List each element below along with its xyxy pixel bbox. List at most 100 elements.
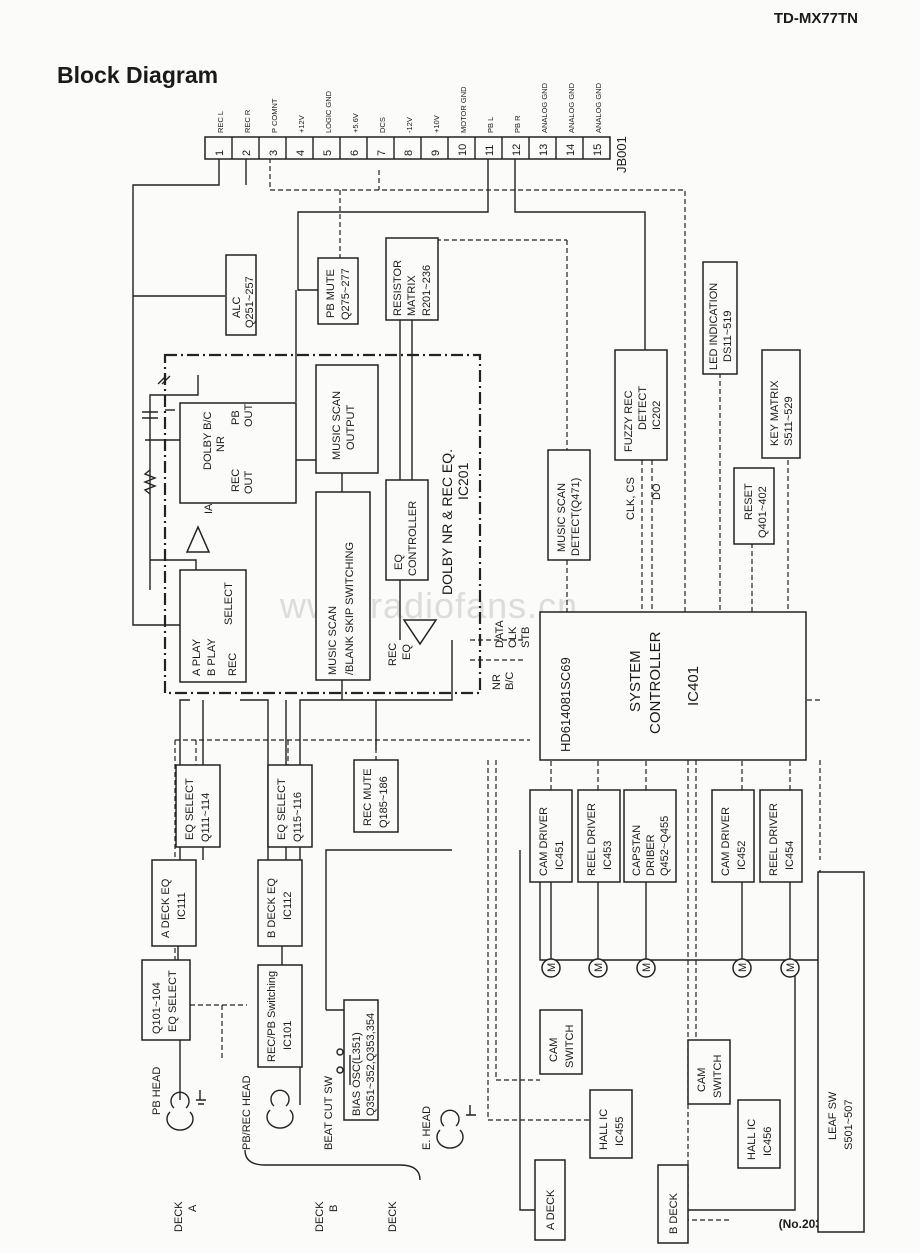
rec-pb-switching-label: REC/PB Switching — [266, 971, 278, 1062]
nr-label: NR — [491, 674, 503, 690]
pb-mute-block: PB MUTE Q275~277 — [317, 257, 359, 325]
cam-switch-b-label-2: SWITCH — [712, 1055, 724, 1098]
a-deck-eq-ref: IC111 — [176, 892, 188, 920]
deck-e-label: DECK — [387, 1201, 399, 1232]
connector-pin-number: 12 — [511, 144, 523, 156]
connector-pin-name: REC R — [243, 109, 252, 133]
reel-driver-a-ref: IC453 — [602, 841, 614, 870]
connector-pin-number: 8 — [403, 150, 415, 156]
b-deck-label: B DECK — [668, 1192, 680, 1234]
system-controller-part: HD614081SC69 — [558, 657, 573, 752]
cam-driver-b-ref: IC452 — [736, 841, 748, 870]
b-deck-eq-label: B DECK EQ — [266, 878, 278, 938]
system-controller-block: HD614081SC69 SYSTEM CONTROLLER IC401 — [539, 611, 807, 761]
music-scan-blank-skip-block: MUSIC SCAN /BLANK SKIP SWITCHING — [315, 491, 371, 681]
connector-pin-name: ANALOG GND — [594, 82, 603, 133]
leaf-sw-block: LEAF SW S501~507 — [817, 871, 865, 1233]
connector-pin-number: 9 — [430, 150, 442, 156]
resistor-matrix-label-1: RESISTOR — [392, 260, 404, 316]
music-scan-detect-label-1: MUSIC SCAN — [556, 483, 568, 552]
reset-block: RESET Q401~402 — [733, 467, 775, 545]
resistor-matrix-block: RESISTOR MATRIX R201~236 — [385, 237, 439, 321]
capstan-label: CAPSTAN — [631, 825, 643, 876]
rec-pb-switching-ref: IC101 — [282, 1021, 294, 1050]
fuzzy-rec-ref: IC202 — [651, 401, 663, 430]
key-matrix-block: KEY MATRIX S511~529 — [761, 349, 801, 459]
eq-controller-label-2: CONTROLLER — [407, 501, 419, 576]
connector-label: JB001 — [614, 136, 629, 173]
reel-driver-b-block: REEL DRIVER IC454 — [759, 789, 803, 883]
connector-pin-number: 14 — [565, 144, 577, 156]
music-scan-detect-label-2: DETECT(Q471) — [570, 478, 582, 556]
hall-ic-a-label: HALL IC — [598, 1109, 610, 1150]
a-deck-eq-block: A DECK EQ IC111 — [151, 859, 197, 947]
connector-pin-name: PB R — [513, 115, 522, 133]
eq-select-b-block: EQ SELECT Q115~116 — [267, 764, 313, 848]
select-label: SELECT — [223, 582, 235, 625]
cam-driver-a-ref: IC451 — [554, 841, 566, 870]
rec-eq-label-1: REC — [387, 643, 399, 666]
cam-switch-a-label-2: SWITCH — [564, 1025, 576, 1068]
e-head-label: E. HEAD — [421, 1106, 433, 1150]
cam-switch-a-label-1: CAM — [548, 1038, 560, 1062]
music-scan-label: MUSIC SCAN — [327, 606, 339, 675]
system-controller-ref: IC401 — [685, 666, 702, 706]
key-matrix-ref: S511~529 — [783, 396, 795, 446]
connector-pin-name: ANALOG GND — [567, 82, 576, 133]
rec-pb-switching-block: REC/PB Switching IC101 — [257, 964, 303, 1068]
reset-ref: Q401~402 — [757, 486, 769, 538]
rec-mute-block: REC MUTE Q185~186 — [353, 759, 399, 833]
dolby-bc-nr-block: DOLBY B/C NR REC OUT PB OUT — [179, 402, 297, 504]
blank-skip-label: /BLANK SKIP SWITCHING — [344, 542, 356, 675]
key-matrix-label: KEY MATRIX — [769, 380, 781, 446]
deck-a-label-2: A — [187, 1204, 199, 1212]
dolby-nr-label: NR — [215, 436, 227, 452]
system-controller-label-1: SYSTEM — [627, 650, 644, 712]
dolby-rec-label: REC — [230, 469, 242, 492]
eq-select-a-ref: Q111~114 — [200, 793, 212, 842]
motor-label: M — [641, 963, 653, 972]
led-indication-label: LED INDICATION — [708, 283, 720, 370]
motor-label: M — [546, 963, 558, 972]
connector-pin-number: 7 — [376, 150, 388, 156]
connector-pin-name: -12V — [405, 117, 414, 133]
eq-select-a-block: EQ SELECT Q111~114 — [175, 764, 221, 848]
led-indication-block: LED INDICATION DS11~519 — [702, 261, 738, 375]
dolby-ic-ref: IC201 — [455, 462, 471, 500]
b-play-label: B PLAY — [206, 638, 218, 676]
music-scan-output-label-2: OUTPUT — [345, 405, 357, 451]
connector-pin-number: 10 — [457, 144, 469, 156]
alc-label: ALC — [231, 297, 243, 318]
connector-pin-name: LOGIC GND — [324, 90, 333, 133]
connector-pin-name: +12V — [297, 115, 306, 133]
pb-head-label: PB HEAD — [151, 1067, 163, 1115]
rec-eq-label-2: EQ — [401, 644, 413, 660]
pb-mute-ref: Q275~277 — [340, 268, 352, 320]
dolby-ic-label: DOLBY NR & REC EQ. — [439, 449, 455, 595]
eq-select-b-label: EQ SELECT — [276, 778, 288, 840]
reel-driver-a-label: REEL DRIVER — [586, 803, 598, 876]
rec-mute-label: REC MUTE — [362, 769, 374, 826]
connector-pin-name: +10V — [432, 115, 441, 133]
hall-ic-a-block: HALL IC IC455 — [589, 1089, 633, 1159]
hall-ic-b-block: HALL IC IC456 — [737, 1099, 781, 1169]
fuzzy-rec-label-1: FUZZY REC — [623, 390, 635, 452]
do-label: DO — [651, 483, 663, 500]
connector-pin-name: DCS — [378, 117, 387, 133]
rec-pb-head-label: PB/REC HEAD — [241, 1075, 253, 1150]
beat-cut-sw-label: BEAT CUT SW — [323, 1075, 335, 1150]
deck-b-label-2: B — [328, 1205, 340, 1212]
select-switch-block: SELECT A PLAY B PLAY REC — [179, 569, 247, 683]
page-title: Block Diagram — [57, 62, 219, 88]
music-scan-output-label-1: MUSIC SCAN — [331, 391, 343, 460]
pb-head: PB HEAD — [151, 1067, 206, 1131]
connector-pin-number: 4 — [295, 150, 307, 156]
system-controller-label-2: CONTROLLER — [647, 631, 664, 734]
cam-driver-a-label: CAM DRIVER — [538, 807, 550, 876]
bias-osc-ref: Q351~352,Q353,354 — [365, 1013, 377, 1116]
connector-pin-number: 13 — [538, 144, 550, 156]
reel-driver-a-block: REEL DRIVER IC453 — [577, 789, 621, 883]
motor-label: M — [593, 963, 605, 972]
